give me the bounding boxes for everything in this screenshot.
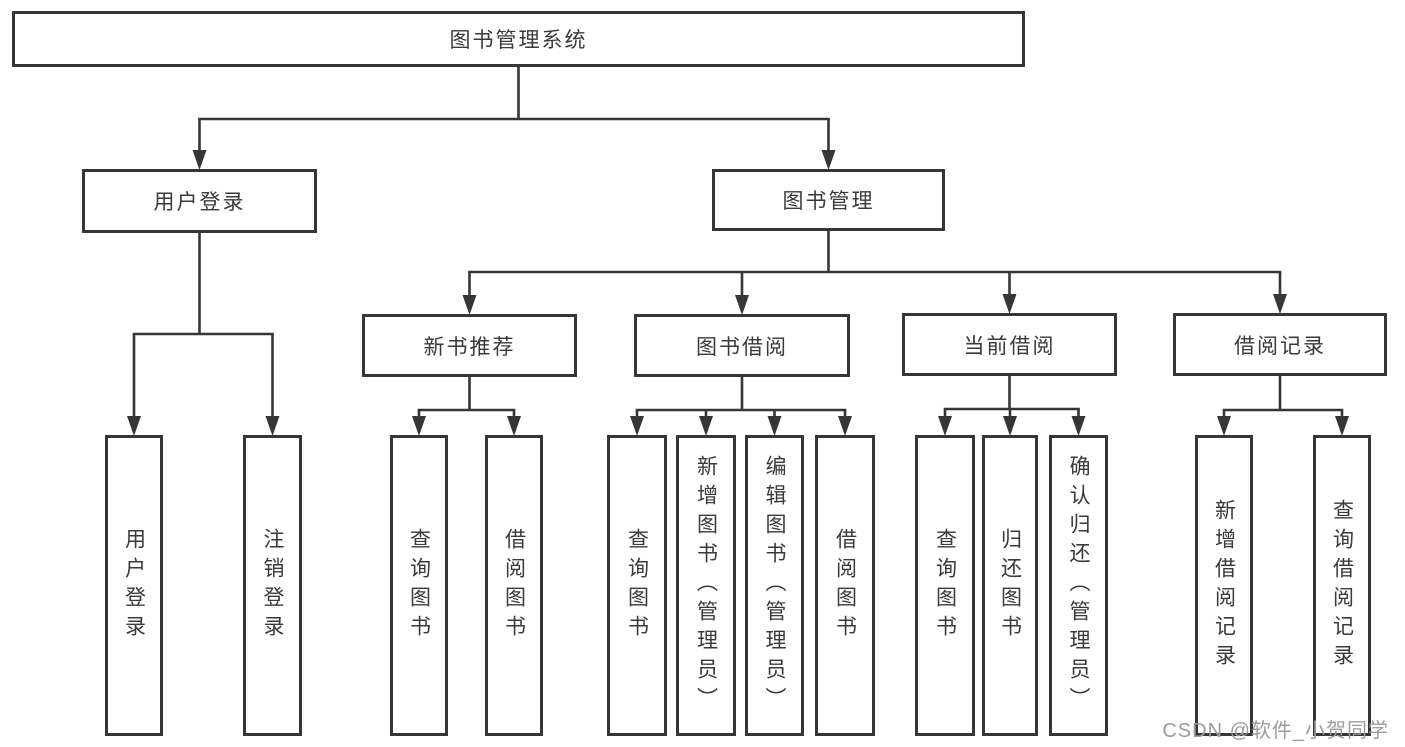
node-borrowing-records-label: 借阅记录 [1234, 334, 1326, 358]
leaf-borrow-books-borrow: 借阅图书 [815, 435, 875, 736]
leaf-return-book: 归还图书 [982, 435, 1038, 736]
leaf-borrow-books-borrow-label: 借阅图书 [833, 527, 857, 644]
arrowhead-icon [412, 416, 426, 436]
node-current-borrowing: 当前借阅 [902, 313, 1117, 376]
leaf-query-books-borrow: 查询图书 [607, 435, 667, 736]
leaf-query-books-borrow-label: 查询图书 [625, 527, 649, 644]
arrowhead-icon [127, 416, 141, 436]
arrowhead-icon [1335, 416, 1349, 436]
leaf-add-borrow-record-label: 新增借阅记录 [1212, 498, 1236, 673]
watermark: CSDN @软件_小贺同学 [1162, 720, 1389, 742]
leaf-query-books-current-label: 查询图书 [933, 527, 957, 644]
node-library-management-system: 图书管理系统 [12, 11, 1025, 67]
connector-group [1217, 376, 1349, 436]
node-user-login: 用户登录 [82, 169, 317, 233]
arrowhead-icon [821, 150, 836, 170]
connector-group [462, 231, 1287, 315]
node-book-borrowing-label: 图书借阅 [696, 335, 788, 359]
node-book-management: 图书管理 [712, 169, 945, 231]
arrowhead-icon [735, 295, 749, 315]
leaf-logout: 注销登录 [243, 435, 302, 736]
leaf-query-borrow-record: 查询借阅记录 [1313, 435, 1371, 736]
leaf-edit-book-admin: 编辑图书（管理员） [745, 435, 804, 736]
leaf-query-books-recommend-label: 查询图书 [407, 527, 431, 644]
arrowhead-icon [1002, 294, 1017, 314]
arrowhead-icon [938, 416, 952, 436]
arrowhead-icon [462, 295, 477, 315]
connector-group [412, 377, 521, 436]
arrowhead-icon [1003, 416, 1017, 436]
leaf-confirm-return-admin: 确认归还（管理员） [1049, 435, 1108, 736]
leaf-query-borrow-record-label: 查询借阅记录 [1330, 498, 1354, 673]
arrowhead-icon [767, 416, 782, 436]
connector-group [127, 233, 280, 436]
leaf-add-book-admin: 新增图书（管理员） [676, 435, 736, 736]
leaf-user-login-label: 用户登录 [122, 527, 146, 644]
connector-group [630, 377, 852, 436]
leaf-query-books-recommend: 查询图书 [390, 435, 448, 736]
leaf-query-books-current: 查询图书 [915, 435, 975, 736]
arrowhead-icon [838, 416, 852, 436]
leaf-add-borrow-record: 新增借阅记录 [1195, 435, 1253, 736]
node-current-borrowing-label: 当前借阅 [963, 334, 1056, 358]
arrowhead-icon [1071, 416, 1086, 436]
arrowhead-icon [192, 150, 207, 170]
arrowhead-icon [1273, 294, 1287, 314]
arrowhead-icon [1217, 416, 1231, 436]
node-book-borrowing: 图书借阅 [634, 314, 850, 377]
arrowhead-icon [265, 416, 280, 436]
node-book-management-label: 图书管理 [782, 190, 875, 213]
connector-group [192, 67, 836, 170]
node-borrowing-records: 借阅记录 [1173, 313, 1387, 376]
leaf-logout-label: 注销登录 [261, 527, 285, 644]
leaf-borrow-books-recommend: 借阅图书 [485, 435, 543, 736]
leaf-return-book-label: 归还图书 [998, 527, 1022, 644]
leaf-confirm-return-admin-label: 确认归还（管理员） [1067, 455, 1091, 716]
leaf-add-book-admin-label: 新增图书（管理员） [694, 455, 718, 716]
leaf-user-login: 用户登录 [105, 435, 163, 736]
node-library-management-system-label: 图书管理系统 [449, 29, 588, 52]
node-new-book-recommendation-label: 新书推荐 [423, 335, 516, 359]
leaf-edit-book-admin-label: 编辑图书（管理员） [763, 455, 787, 716]
arrowhead-icon [699, 416, 713, 436]
leaf-borrow-books-recommend-label: 借阅图书 [502, 527, 526, 644]
node-user-login-label: 用户登录 [153, 191, 246, 214]
arrowhead-icon [630, 416, 644, 436]
node-new-book-recommendation: 新书推荐 [362, 314, 577, 377]
arrowhead-icon [507, 416, 521, 436]
connector-group [938, 376, 1086, 436]
